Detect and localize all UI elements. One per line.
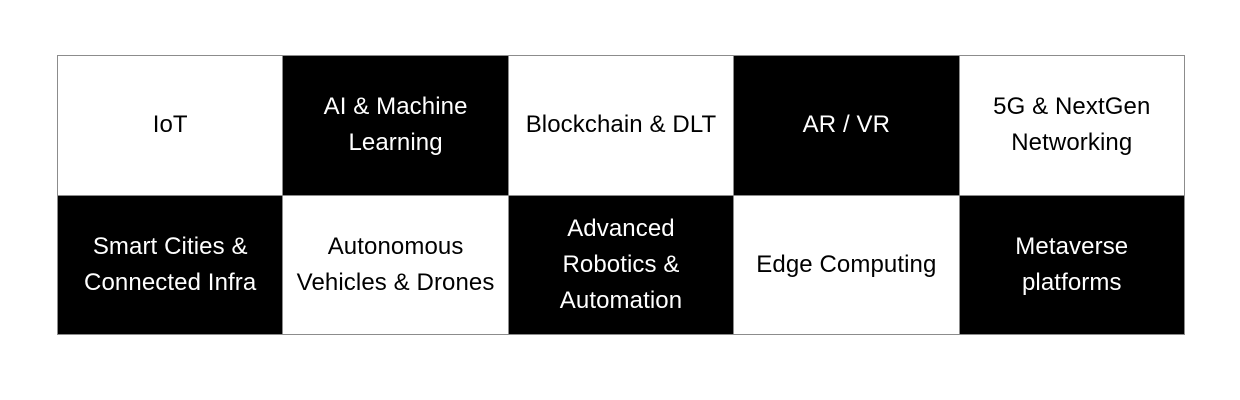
grid-row-2: Smart Cities & Connected Infra Autonomou… [56,194,1186,335]
grid-cell-label: Autonomous Vehicles & Drones [296,232,495,296]
grid-cell-r1c1[interactable]: IoT [56,55,284,196]
grid-cell-r2c5[interactable]: Metaverse platforms [958,194,1186,335]
grid-cell-label: 5G & NextGen Networking [993,93,1151,157]
grid-cell-label: AR / VR [802,111,891,139]
grid-cell-label: Advanced Robotics & Automation [559,214,683,314]
grid-cell-label: Blockchain & DLT [525,111,717,139]
grid-cell-r2c1[interactable]: Smart Cities & Connected Infra [56,194,284,335]
grid-cell-label: Edge Computing [756,250,937,278]
grid-cell-label: AI & Machine Learning [323,93,468,157]
grid-cell-r1c2[interactable]: AI & Machine Learning [282,55,509,196]
grid-cell-r1c4[interactable]: AR / VR [733,55,960,196]
grid-cell-r1c3[interactable]: Blockchain & DLT [507,55,735,196]
grid-row-1: IoT AI & Machine Learning Blockchain & D… [56,55,1186,196]
technology-domains-grid: IoT AI & Machine Learning Blockchain & D… [56,55,1186,335]
grid-cell-r2c2[interactable]: Autonomous Vehicles & Drones [282,194,509,335]
grid-cell-label: Smart Cities & Connected Infra [84,232,257,296]
grid-cell-r2c4[interactable]: Edge Computing [733,194,960,335]
grid-cell-label: Metaverse platforms [1015,232,1129,296]
grid-cell-r1c5[interactable]: 5G & NextGen Networking [958,55,1186,196]
grid-cell-r2c3[interactable]: Advanced Robotics & Automation [507,194,735,335]
grid-body: IoT AI & Machine Learning Blockchain & D… [56,55,1186,335]
grid-cell-label: IoT [152,111,188,139]
